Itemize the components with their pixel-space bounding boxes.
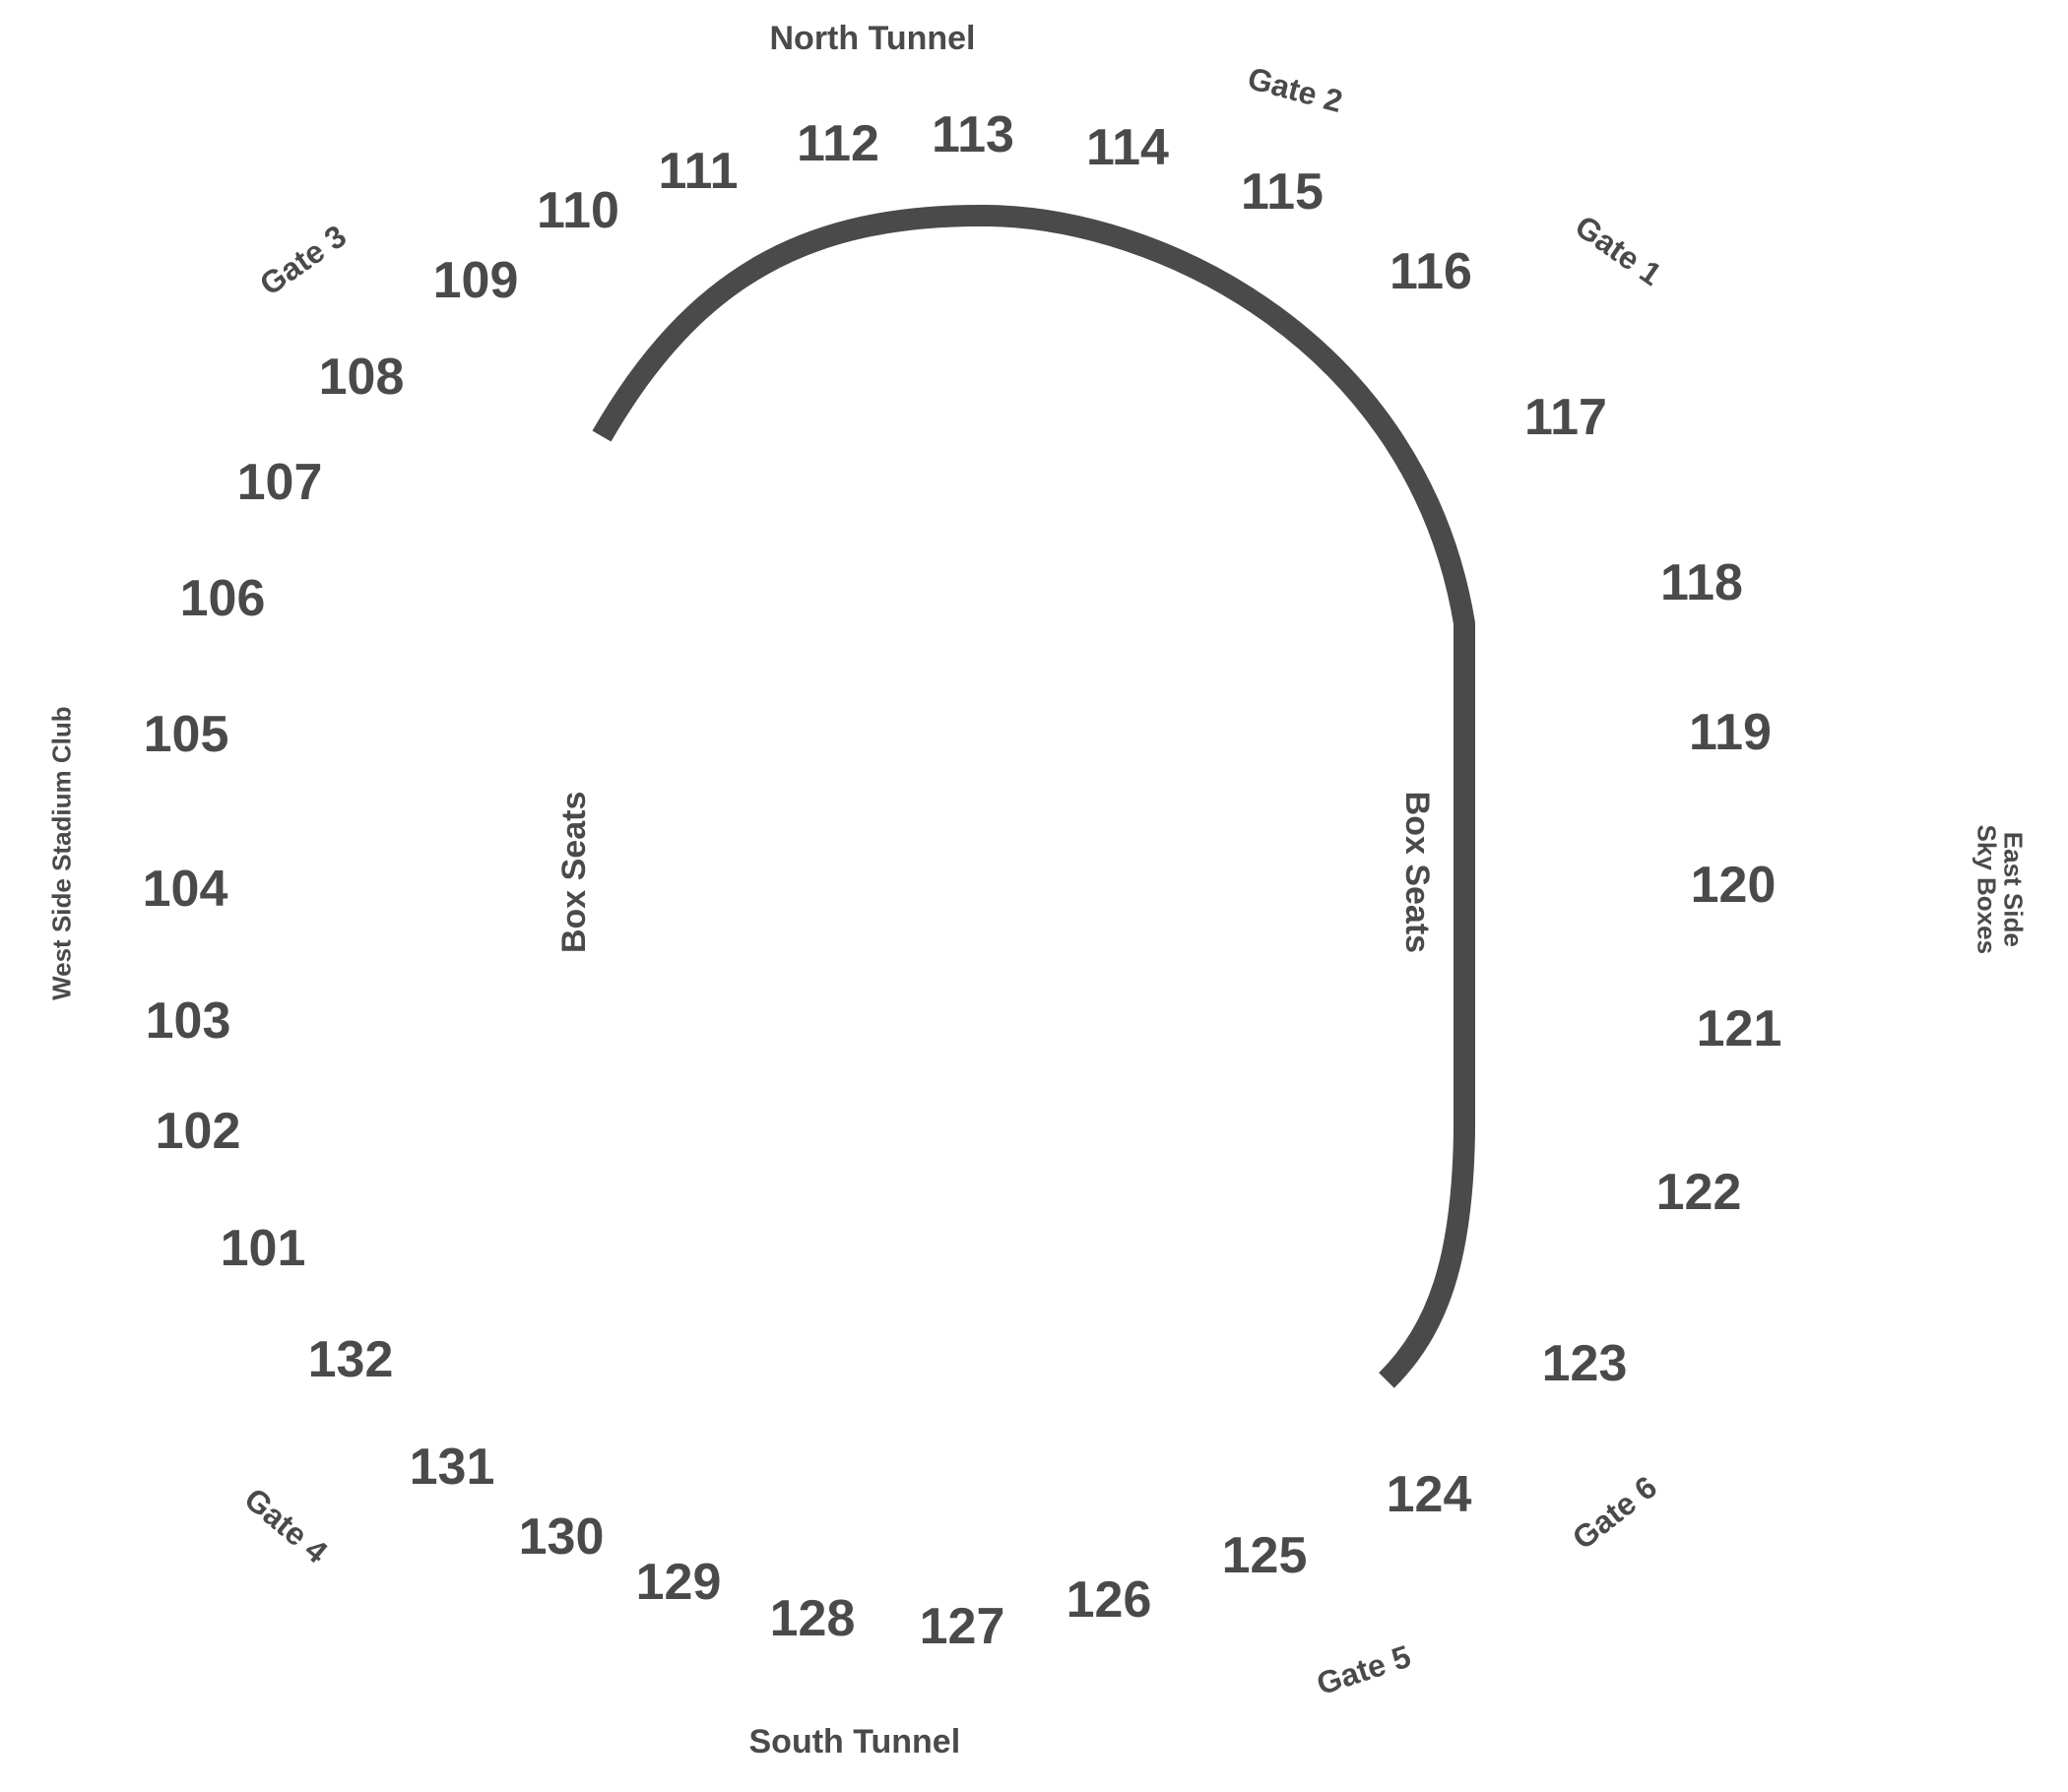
- section-129[interactable]: 129: [635, 1554, 722, 1611]
- section-119[interactable]: 119: [1689, 704, 1772, 761]
- east-sky-boxes-label: East Side Sky Boxes: [1971, 810, 2029, 968]
- section-125[interactable]: 125: [1221, 1527, 1308, 1584]
- section-106[interactable]: 106: [179, 570, 266, 627]
- section-126[interactable]: 126: [1066, 1571, 1152, 1629]
- section-109[interactable]: 109: [432, 252, 519, 309]
- section-107[interactable]: 107: [236, 454, 323, 511]
- section-117[interactable]: 117: [1524, 389, 1607, 446]
- section-111[interactable]: 111: [658, 143, 739, 200]
- north-tunnel-label: North Tunnel: [769, 20, 976, 57]
- section-112[interactable]: 112: [797, 115, 879, 172]
- section-113[interactable]: 113: [932, 106, 1014, 163]
- west-stadium-club-label: West Side Stadium Club: [46, 706, 77, 1000]
- box-seats-boundary-line: [592, 204, 1475, 1388]
- section-104[interactable]: 104: [142, 861, 228, 918]
- section-108[interactable]: 108: [318, 349, 405, 406]
- section-110[interactable]: 110: [537, 182, 619, 239]
- section-124[interactable]: 124: [1386, 1466, 1472, 1523]
- section-102[interactable]: 102: [155, 1103, 241, 1160]
- section-115[interactable]: 115: [1241, 163, 1324, 221]
- section-114[interactable]: 114: [1086, 119, 1169, 176]
- section-127[interactable]: 127: [919, 1598, 1005, 1655]
- section-130[interactable]: 130: [518, 1508, 605, 1566]
- section-132[interactable]: 132: [307, 1331, 394, 1388]
- section-128[interactable]: 128: [769, 1590, 856, 1647]
- section-118[interactable]: 118: [1660, 554, 1743, 611]
- sky-boxes-text: Sky Boxes: [1971, 824, 2001, 955]
- box-seats-left-label: Box Seats: [555, 791, 594, 954]
- section-101[interactable]: 101: [220, 1220, 306, 1277]
- section-120[interactable]: 120: [1690, 857, 1777, 914]
- east-side-text: East Side: [1998, 831, 2029, 947]
- section-123[interactable]: 123: [1541, 1335, 1628, 1392]
- section-121[interactable]: 121: [1696, 1000, 1782, 1057]
- section-105[interactable]: 105: [143, 706, 229, 763]
- section-103[interactable]: 103: [145, 992, 231, 1050]
- box-seats-right-label: Box Seats: [1397, 791, 1436, 954]
- section-116[interactable]: 116: [1389, 243, 1472, 300]
- section-122[interactable]: 122: [1655, 1164, 1742, 1221]
- south-tunnel-label: South Tunnel: [748, 1723, 961, 1760]
- section-131[interactable]: 131: [409, 1439, 495, 1496]
